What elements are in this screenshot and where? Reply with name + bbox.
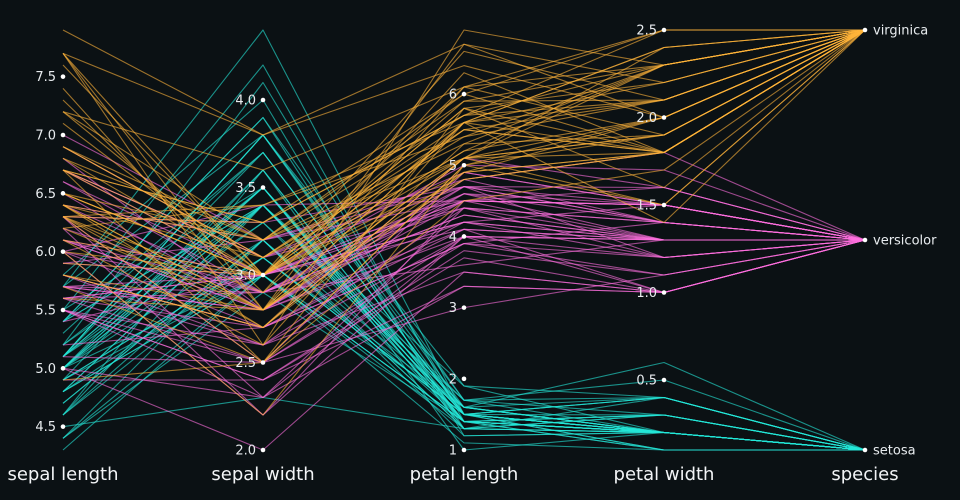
axis-title: species [831, 464, 898, 485]
tick-label: 7.0 [35, 129, 56, 144]
tick-dot [260, 97, 266, 103]
tick-label: 4 [449, 230, 457, 245]
tick-dot [60, 191, 66, 196]
tick-dot [661, 377, 667, 383]
tick-label: 6.5 [35, 187, 56, 202]
data-line-virginica [62, 29, 866, 276]
data-line-setosa [62, 134, 866, 451]
tick-dot [60, 249, 66, 254]
data-line-setosa [62, 396, 866, 451]
tick-label: 2.0 [235, 444, 256, 459]
tick-dot [461, 162, 467, 168]
tick-dot [260, 272, 266, 278]
tick-label: 2.0 [636, 111, 657, 126]
axis-species: setosa versicolor virginica species [831, 24, 937, 486]
tick-label: 5.0 [35, 362, 56, 377]
data-line-versicolor [62, 228, 865, 311]
tick-dot [862, 27, 868, 33]
data-line-virginica [62, 29, 866, 276]
tick-dot [60, 74, 66, 79]
tick-label: 6.0 [35, 245, 56, 260]
axis-title: sepal width [211, 464, 314, 485]
tick-label: 7.5 [35, 70, 56, 85]
data-line-virginica [62, 29, 866, 381]
tick-dot [661, 27, 667, 33]
axis-sepal_width: 2.0 2.5 3.0 3.5 4.0 sepal width [211, 94, 314, 486]
tick-dot [260, 185, 266, 190]
axis-sepal_length: 4.5 5.0 5.5 6.0 6.5 7.0 7.5 sepal length [7, 70, 118, 485]
data-line-virginica [62, 29, 865, 224]
tick-dot [461, 91, 467, 97]
axis-title: sepal length [7, 464, 118, 485]
tick-label: versicolor [873, 234, 937, 249]
tick-dot [60, 307, 66, 313]
data-line-setosa [62, 221, 866, 451]
data-line-setosa [62, 134, 866, 451]
tick-label: 6 [449, 88, 457, 103]
tick-dot [661, 202, 667, 208]
tick-dot [260, 360, 266, 365]
tick-dot [661, 290, 667, 295]
tick-label: 2 [449, 372, 457, 387]
tick-label: 1 [449, 444, 457, 459]
tick-label: 2.5 [235, 356, 256, 371]
axis-petal_width: 0.5 1.0 1.5 2.0 2.5 petal width [614, 24, 715, 486]
data-line-virginica [62, 29, 866, 329]
tick-dot [461, 447, 467, 453]
data-line-virginica [62, 29, 866, 259]
tick-label: 3.0 [235, 269, 256, 284]
tick-label: 2.5 [636, 24, 657, 39]
tick-dot [461, 234, 467, 239]
data-line-virginica [62, 29, 866, 229]
tick-dot [461, 305, 467, 310]
data-line-setosa [62, 221, 866, 451]
tick-label: 1.0 [636, 286, 657, 301]
tick-dot [862, 237, 868, 243]
tick-label: setosa [873, 444, 916, 459]
tick-dot [862, 447, 868, 453]
axes: 4.5 5.0 5.5 6.0 6.5 7.0 7.5 sepal length 2.0 2.5 3… [7, 24, 937, 486]
data-line-versicolor [62, 239, 866, 399]
tick-dot [60, 366, 66, 371]
data-line-setosa [62, 134, 866, 451]
axis-title: petal length [410, 464, 519, 485]
tick-dot [661, 115, 667, 120]
data-line-setosa [62, 134, 866, 451]
tick-label: 5.5 [35, 304, 56, 319]
axis-title: petal width [614, 464, 715, 485]
tick-label: 3.5 [235, 181, 256, 196]
tick-label: 4.0 [235, 94, 256, 109]
axis-petal_length: 1 2 3 4 5 6 petal length [410, 88, 519, 485]
tick-dot [60, 132, 66, 138]
tick-label: virginica [873, 24, 928, 39]
tick-label: 1.5 [636, 199, 657, 214]
data-line-versicolor [62, 239, 866, 346]
tick-label: 0.5 [636, 374, 657, 389]
tick-dot [260, 447, 266, 453]
tick-dot [60, 424, 66, 429]
tick-dot [461, 376, 467, 382]
tick-label: 3 [449, 301, 457, 316]
tick-label: 4.5 [35, 420, 56, 435]
tick-label: 5 [449, 159, 457, 174]
